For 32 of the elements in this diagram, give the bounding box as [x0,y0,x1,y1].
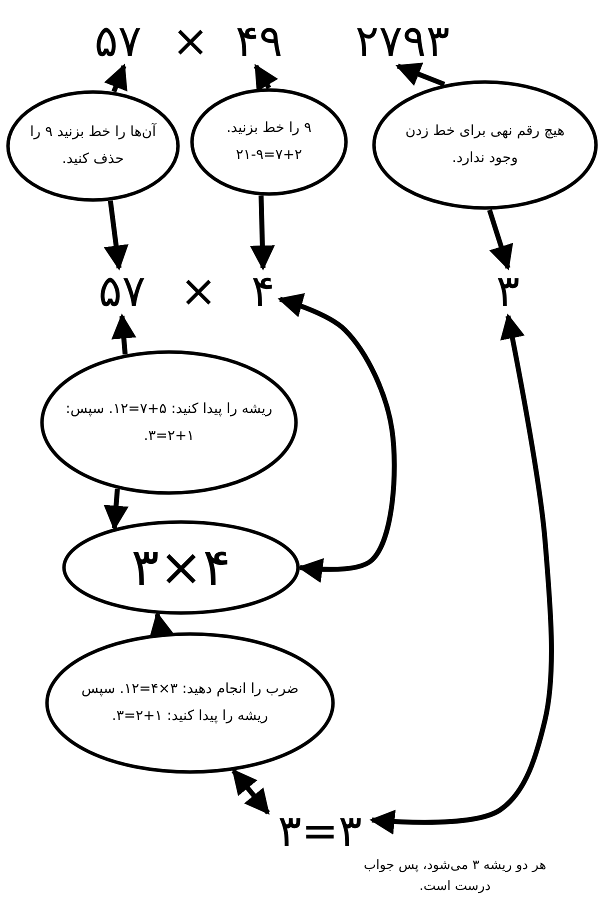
step-text: ریشه را پیدا کنید: ۵+۷=۱۲. سپس: ۱+۲=۳. [64,400,274,446]
number-text: ۳×۴ [131,542,231,594]
number-text: ۳ [496,270,520,314]
step-text: هیچ رقم نهی برای خط زدن وجود ندارد. [404,122,566,168]
oval-box [62,520,300,615]
arrow [370,314,554,834]
multiply-sign: × [180,270,217,314]
note-text: هر دو ریشه ۳ می‌شود، پس جواب درست است. [362,857,548,896]
number-text: ۵۷ [94,20,142,64]
number-text: ۵۷ [98,270,146,314]
arrow [104,64,128,93]
speech-bubble [6,90,180,202]
speech-bubble [45,632,335,774]
speech-bubble [40,350,298,495]
step-text: ضرب را انجام دهید: ۳×۴=۱۲. سپس ریشه را پیدا کنید: ۱+۲=۳. [80,680,300,726]
arrow [487,209,514,270]
speech-bubble [372,80,598,210]
number-text: ۴۹ [235,20,283,64]
number-text: ۴ [251,270,275,314]
arrow [104,488,129,531]
arrow [250,196,275,270]
arrow [395,62,446,87]
number-text: ۲۷۹۳ [355,20,450,64]
arrow [111,314,136,355]
step-text: آن‌ها را خط بزنید ۹ را حذف کنید. [29,122,158,169]
multiply-sign: × [172,20,209,64]
step-text: ۹ را خط بزنید. ۲+۷=۹-۲۱ [225,119,313,165]
arrow [104,200,129,270]
number-text: ۳=۳ [278,810,362,854]
arrow [232,768,270,815]
speech-bubble [190,88,348,196]
arrow [278,293,397,583]
